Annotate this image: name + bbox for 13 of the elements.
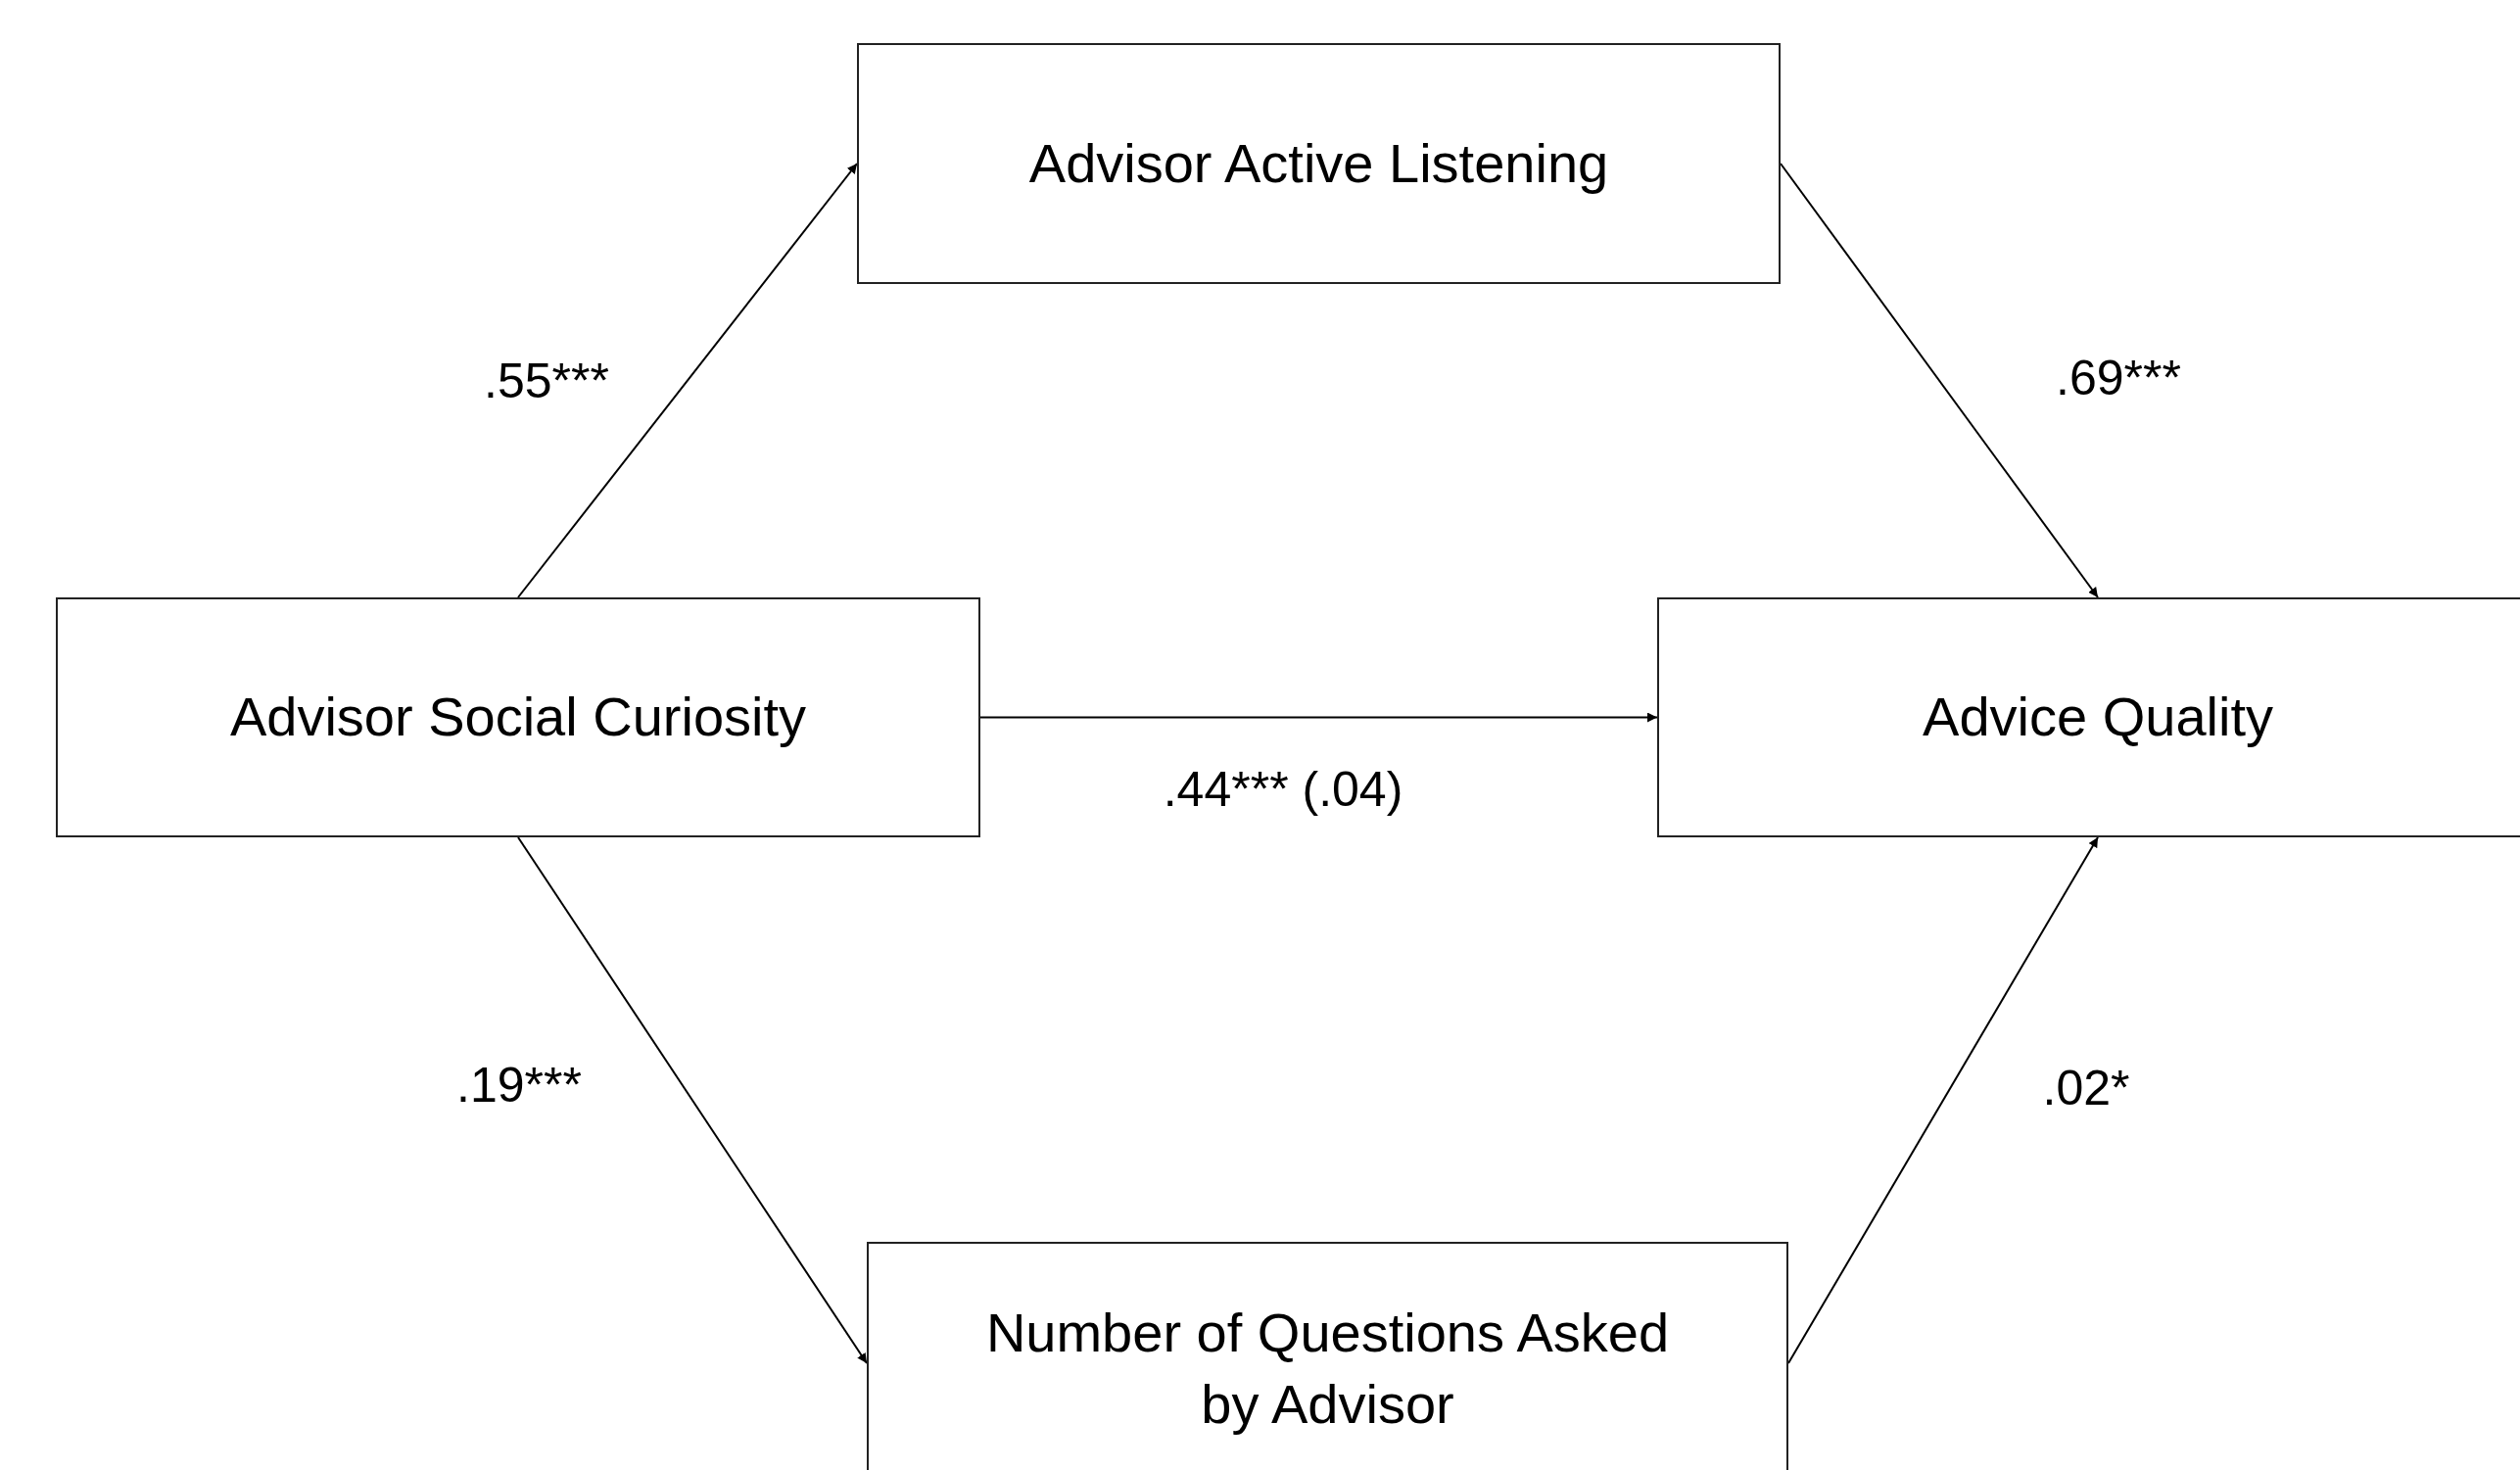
variable-box: [857, 43, 1781, 284]
arrow: [1787, 836, 2099, 1364]
variable-label: Advice Quality: [1923, 685, 2273, 750]
variable-box: [1657, 597, 2520, 837]
arrow: [517, 836, 868, 1364]
arrow: [517, 163, 858, 598]
variable-label: Advisor Active Listening: [1028, 130, 1609, 196]
variable-label: Number of Questions Asked by Advisor: [984, 1301, 1671, 1437]
arrow: [979, 712, 1658, 723]
variable-label: Advisor Social Curiosity: [229, 685, 807, 750]
variable-box: [867, 1242, 1788, 1470]
arrow: [1780, 163, 2099, 598]
variable-box: [56, 597, 980, 837]
